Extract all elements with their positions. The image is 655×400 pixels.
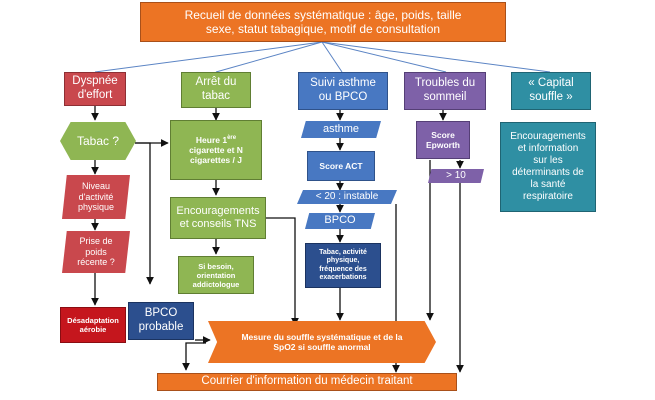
tabac-decision: Tabac ? xyxy=(60,122,136,160)
courrier-box: Courrier d'information du médecin traita… xyxy=(157,373,457,391)
tabac-activite-box: Tabac, activité physique, fréquence des … xyxy=(305,243,381,288)
score-epworth-box: Score Epworth xyxy=(416,121,470,159)
niveau-activite-box: Niveau d'activité physique xyxy=(62,175,130,219)
data-collection-box: Recueil de données systématique : âge, p… xyxy=(140,2,506,42)
heure-superscript: ère xyxy=(227,134,237,141)
capital-header: « Capital souffle » xyxy=(511,72,591,110)
dyspnee-header: Dyspnée d'effort xyxy=(64,72,126,106)
si-besoin-box: Si besoin, orientation addictologue xyxy=(178,256,254,294)
instable-box: < 20 : instable xyxy=(297,190,397,204)
troubles-header: Troubles du sommeil xyxy=(404,72,486,110)
prise-poids-box: Prise de poids récente ? xyxy=(62,231,130,273)
bpco-box: BPCO xyxy=(305,213,375,229)
arret-tabac-header: Arrêt du tabac xyxy=(181,72,251,108)
encouragements-tns-box: Encouragements et conseils TNS xyxy=(170,197,266,239)
mesure-souffle-box: Mesure du souffle systématique et de la … xyxy=(208,321,436,363)
gt10-box: > 10 xyxy=(428,169,484,183)
asthme-box: asthme xyxy=(301,121,381,138)
score-act-box: Score ACT xyxy=(307,151,375,181)
encouragements-info-box: Encouragements et information sur les dé… xyxy=(500,122,596,212)
bpco-probable-box: BPCO probable xyxy=(128,302,194,340)
heure-cigarette-box: Heure 1ère cigarette et N cigarettes / J xyxy=(170,120,262,180)
fanout-lines xyxy=(94,41,551,73)
desadaptation-box: Désadaptation aérobie xyxy=(60,307,126,343)
heure-cigarette-text: Heure 1ère cigarette et N cigarettes / J xyxy=(189,134,243,166)
suivi-header: Suivi asthme ou BPCO xyxy=(298,72,388,110)
